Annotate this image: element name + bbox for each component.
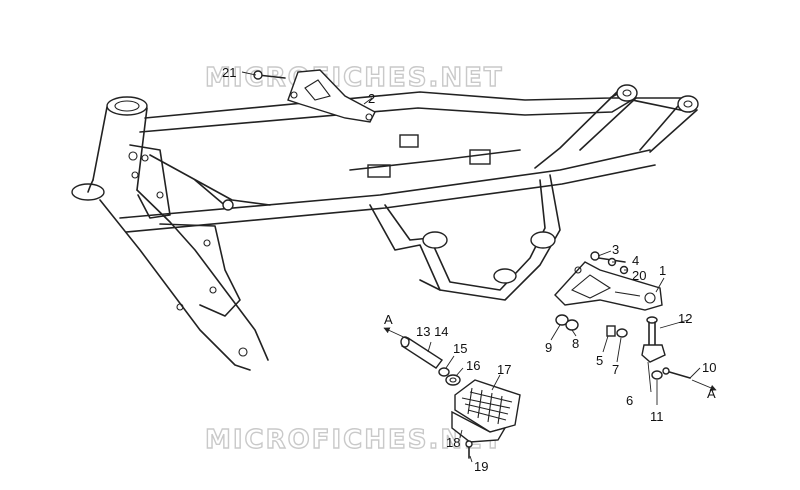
- callout-20: 20: [632, 268, 646, 283]
- callout-10: 10: [702, 360, 716, 375]
- callout-4: 4: [632, 253, 639, 268]
- bolts-parts-3-4-20: [590, 251, 629, 275]
- callout-21: 21: [222, 65, 236, 80]
- callout-2: 2: [368, 91, 375, 106]
- watermark-bottom: MICROFICHES.NET: [205, 425, 504, 455]
- footpeg-rubber-part-17: [454, 379, 521, 433]
- spacers-parts-5-7: [606, 325, 628, 338]
- screw-part-10: [662, 367, 691, 379]
- callout-1: 1: [659, 263, 666, 278]
- screw-part-19: [465, 440, 473, 459]
- callout-5: 5: [596, 353, 603, 368]
- callout-12: 12: [678, 311, 692, 326]
- leader-lines: [241, 71, 701, 463]
- ref-label-right: A: [707, 386, 716, 401]
- ref-label-left: A: [384, 312, 393, 327]
- callout-19: 19: [474, 459, 488, 474]
- callout-17: 17: [497, 362, 511, 377]
- callout-15: 15: [453, 341, 467, 356]
- ref-arrow-right: [691, 379, 717, 391]
- callout-16: 16: [466, 358, 480, 373]
- callout-8: 8: [572, 336, 579, 351]
- ref-arrow-left: [383, 327, 411, 341]
- callout-6: 6: [626, 393, 633, 408]
- pin-parts-13-14: [400, 336, 444, 369]
- callout-13-14: 13 14: [416, 324, 449, 339]
- motorcycle-frame: [71, 84, 699, 371]
- upper-bracket-part-2: [287, 69, 376, 123]
- footpeg-base-part-18: [451, 410, 507, 443]
- washer-part-16: [445, 374, 461, 386]
- footrest-bracket-part-1: [554, 261, 663, 311]
- callout-7: 7: [612, 362, 619, 377]
- callout-9: 9: [545, 340, 552, 355]
- callout-11: 11: [650, 409, 664, 424]
- nut-part-11: [651, 370, 663, 380]
- washer-part-15: [438, 367, 450, 377]
- callout-18: 18: [446, 435, 460, 450]
- callout-3: 3: [612, 242, 619, 257]
- washers-parts-8-9: [555, 314, 579, 331]
- watermark-top: MICROFICHES.NET: [205, 63, 504, 93]
- pin-part-12: [641, 316, 666, 363]
